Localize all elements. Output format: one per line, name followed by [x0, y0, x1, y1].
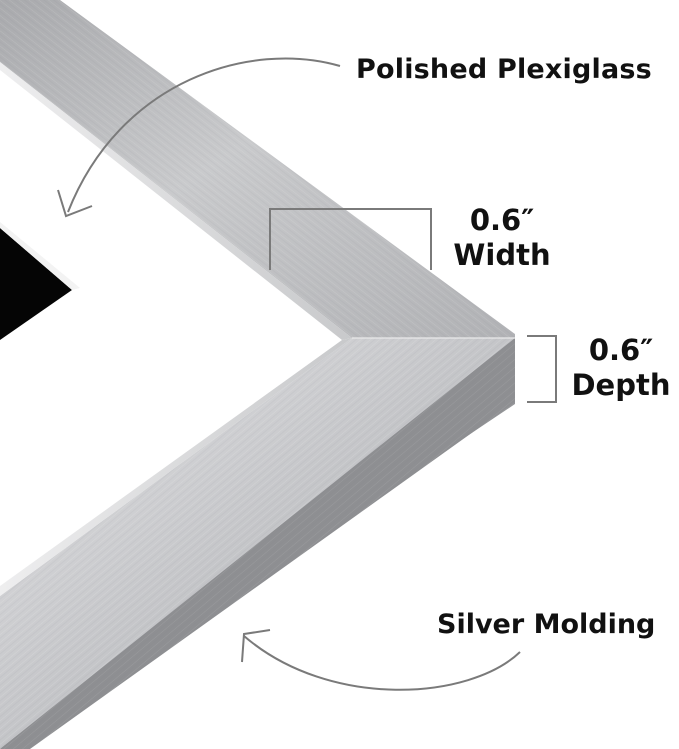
silver-molding-label: Silver Molding: [437, 609, 656, 640]
mat-white-edge: [0, 222, 80, 290]
curved-arrow-up-left-icon: [243, 635, 521, 691]
width-dimension-label: 0.6″ Width: [446, 203, 558, 273]
polished-plexiglass-label: Polished Plexiglass: [356, 54, 652, 85]
width-value: 0.6″: [469, 203, 535, 237]
depth-dimension-label: 0.6″ Depth: [565, 333, 677, 403]
frame-inner-lip-top: [0, 62, 352, 340]
black-mat: [0, 228, 72, 340]
width-dimension-bracket-icon: [269, 208, 432, 270]
depth-dimension-bracket-icon: [527, 335, 557, 403]
depth-caption: Depth: [571, 367, 671, 402]
frame-inner-lip-bottom: [0, 338, 352, 596]
width-caption: Width: [453, 237, 551, 272]
curved-arrow-down-left-icon: [67, 57, 341, 213]
depth-value: 0.6″: [588, 333, 654, 367]
